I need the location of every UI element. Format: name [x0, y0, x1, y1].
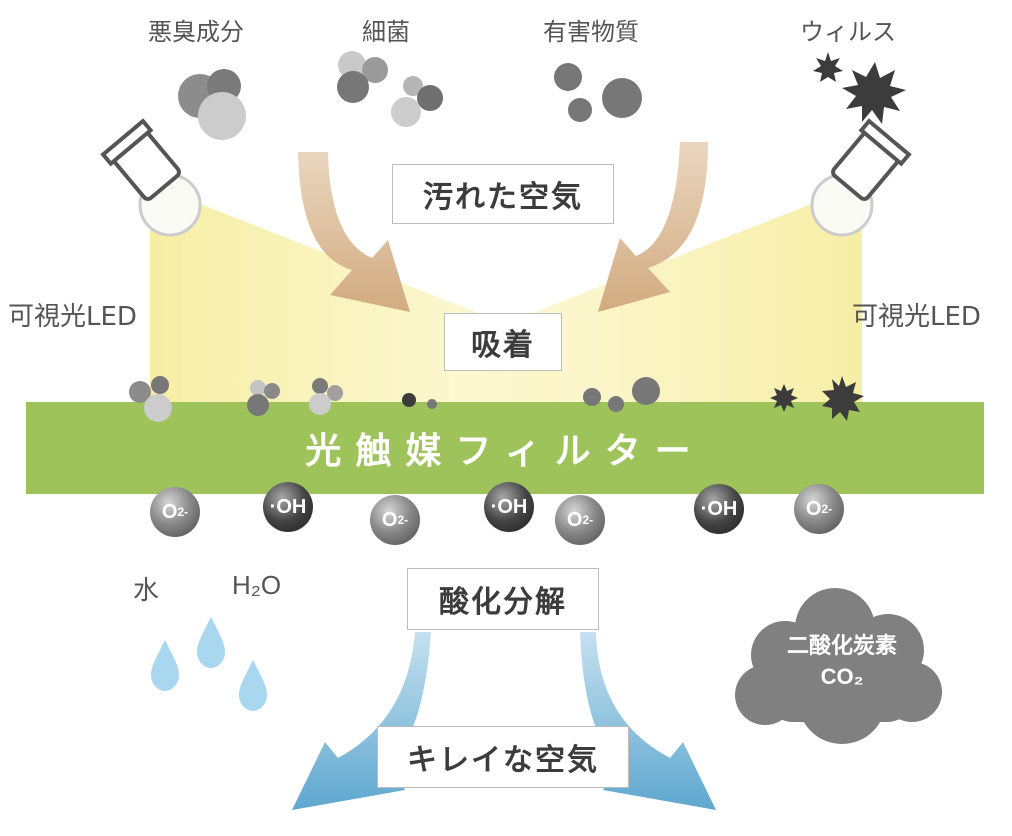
label-adsorption: 吸着 [444, 313, 562, 371]
ion-hydroxyl: ·OH [694, 484, 744, 534]
label-virus: ウィルス [800, 18, 896, 46]
ion-hydroxyl: ·OH [484, 482, 534, 532]
co2-cloud [735, 588, 942, 744]
label-harmful-substance: 有害物質 [543, 18, 639, 46]
label-led-right: 可視光LED [852, 302, 981, 332]
label-led-left: 可視光LED [8, 302, 137, 332]
dirty-air-arrow-left [298, 152, 410, 312]
photocatalyst-filter [26, 402, 984, 494]
led-lamp-left [100, 118, 202, 237]
co2-label: 二酸化炭素 CO₂ [752, 632, 932, 692]
dirty-air-arrow-right [598, 142, 708, 312]
label-bacteria: 細菌 [362, 18, 410, 46]
label-water: 水 [133, 576, 160, 606]
label-oxidation: 酸化分解 [407, 568, 599, 630]
virus-particles [813, 52, 906, 124]
filter-label: 光触媒フィルター [305, 431, 705, 472]
co2-name: 二酸化炭素 [786, 634, 897, 659]
label-dirty-air: 汚れた空気 [392, 164, 614, 224]
light-beam-right [450, 200, 862, 402]
label-odor: 悪臭成分 [148, 18, 244, 46]
clean-air-arrow-left [292, 632, 431, 810]
adsorbed-particles [129, 376, 864, 422]
label-h2o: H₂O [232, 570, 282, 600]
bacteria-particles [337, 51, 443, 127]
label-clean-air: キレイな空気 [377, 726, 629, 788]
co2-formula: CO₂ [820, 664, 864, 689]
harmful-particles [554, 63, 642, 122]
led-lamp-right [810, 118, 912, 237]
water-drops [151, 617, 267, 711]
ion-hydroxyl: ·OH [263, 482, 313, 532]
odor-particles [178, 69, 246, 140]
